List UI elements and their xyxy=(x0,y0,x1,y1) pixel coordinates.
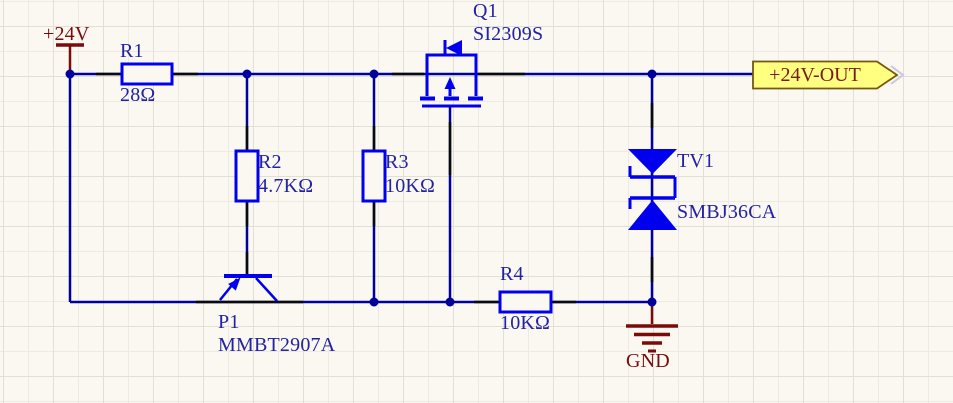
r4-designator[interactable]: R4 xyxy=(500,263,524,285)
junction-dot xyxy=(369,69,379,79)
resistor-body-r4[interactable] xyxy=(498,290,553,314)
p1-emitter-arrow xyxy=(228,277,241,291)
junction-dot xyxy=(242,69,252,79)
resistor-body-r2[interactable] xyxy=(234,149,260,203)
junction-dot xyxy=(647,69,657,79)
transistor-p1[interactable] xyxy=(219,274,278,302)
q1-body-diode-arrow xyxy=(446,40,462,56)
q1-designator[interactable]: Q1 xyxy=(473,0,498,22)
junction-dot xyxy=(65,69,75,79)
tv1-value[interactable]: SMBJ36CA xyxy=(677,201,777,223)
port-tail-chevron-icon xyxy=(890,65,905,85)
port-label[interactable]: +24V-OUT xyxy=(769,63,861,86)
port-shape xyxy=(752,60,899,90)
r2-value[interactable]: 4.7KΩ xyxy=(258,175,314,197)
junction-dot xyxy=(369,297,379,307)
tv1-triangle-top xyxy=(628,149,677,174)
tv1-designator[interactable]: TV1 xyxy=(677,150,715,172)
net-label-gnd[interactable]: GND xyxy=(626,350,670,372)
junction-dot xyxy=(647,297,657,307)
port-24v-out[interactable] xyxy=(752,60,905,90)
junction-dot xyxy=(445,297,455,307)
q1-value[interactable]: SI2309S xyxy=(473,23,544,45)
p1-designator[interactable]: P1 xyxy=(218,311,240,333)
r1-designator[interactable]: R1 xyxy=(120,40,144,62)
power-symbol-gnd[interactable] xyxy=(626,304,678,353)
q1-body-arrow xyxy=(444,77,456,89)
power-symbol-24v[interactable] xyxy=(56,43,84,73)
q1-body-diode-loop xyxy=(425,53,478,74)
p1-collector-line xyxy=(255,277,278,302)
resistor-body-r1[interactable] xyxy=(120,62,174,86)
net-label-24v[interactable]: +24V xyxy=(43,23,90,45)
tv1-triangle-bottom xyxy=(628,200,677,230)
tvs-diode-tv1[interactable] xyxy=(628,149,677,230)
resistor-body-r3[interactable] xyxy=(361,149,387,203)
r3-value[interactable]: 10KΩ xyxy=(385,175,436,197)
tv1-bar-1-hooks xyxy=(628,166,677,188)
r4-value[interactable]: 10KΩ xyxy=(500,312,551,334)
tv1-bar-2-hooks xyxy=(628,187,677,209)
r3-designator[interactable]: R3 xyxy=(385,151,409,173)
p1-value[interactable]: MMBT2907A xyxy=(218,334,336,356)
component-pins xyxy=(96,72,654,304)
r2-designator[interactable]: R2 xyxy=(258,151,282,173)
r1-value[interactable]: 28Ω xyxy=(120,84,156,106)
mosfet-q1[interactable] xyxy=(420,40,483,108)
junction-dots xyxy=(65,69,657,307)
